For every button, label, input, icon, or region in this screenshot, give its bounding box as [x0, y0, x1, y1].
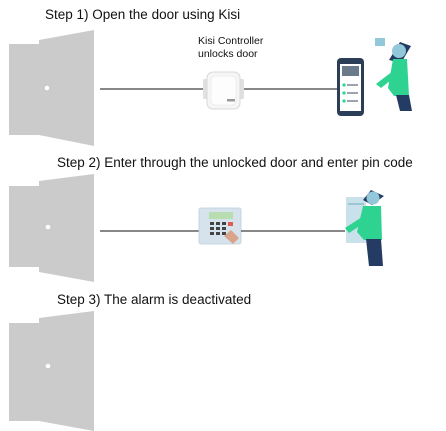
- phone-icon: [337, 58, 364, 116]
- step-1-title: Step 1) Open the door using Kisi: [45, 7, 241, 22]
- caption-line-2: unlocks door: [198, 48, 258, 60]
- caption-line-1: Kisi Controller: [198, 35, 264, 47]
- person-icon: [345, 190, 384, 266]
- alarm-keypad-icon: [198, 207, 242, 245]
- door-step-2: [9, 174, 94, 282]
- controller-caption: Kisi Controller unlocks door: [198, 35, 263, 61]
- door-step-3: [9, 311, 94, 431]
- kisi-controller-icon: [203, 71, 244, 110]
- step-2-title: Step 2) Enter through the unlocked door …: [57, 155, 413, 170]
- person-with-phone-icon: [337, 38, 412, 116]
- step-3-title: Step 3) The alarm is deactivated: [57, 292, 252, 307]
- door-step-1: [9, 30, 94, 146]
